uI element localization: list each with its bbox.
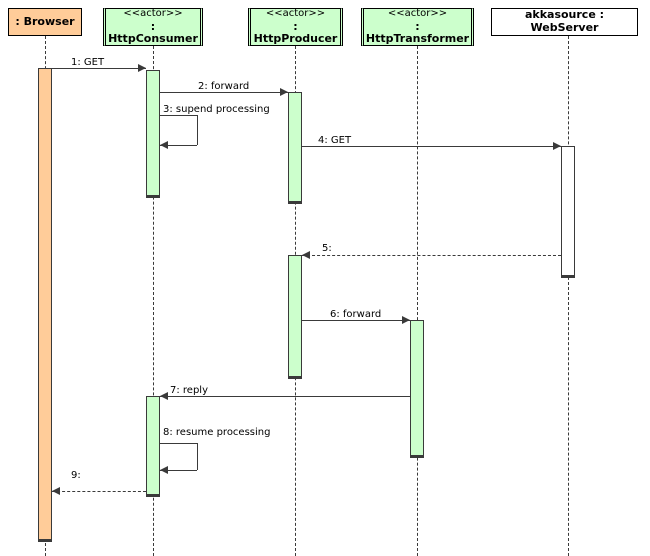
message-arrowhead-m7 <box>160 392 168 400</box>
message-label-m9: 9: <box>71 470 81 481</box>
participant-name: akkasource : WebServer <box>524 8 605 34</box>
activation-foot-browser <box>38 539 52 542</box>
message-line-m3 <box>160 115 197 116</box>
participant-stereotype: <<actor>> <box>265 8 326 20</box>
activation-bar-httpconsumer <box>146 70 160 197</box>
message-arrowhead-m6 <box>402 316 410 324</box>
lifeline-httptransformer <box>417 46 418 556</box>
participant-name: : HttpConsumer <box>108 19 198 46</box>
lifeline-httpconsumer <box>153 46 154 556</box>
message-label-m7: 7: reply <box>170 385 208 396</box>
participant-webserver[interactable]: akkasource : WebServer <box>491 8 638 36</box>
participant-stereotype: <<actor>> <box>387 8 448 20</box>
message-return-line-m8 <box>160 470 197 471</box>
activation-foot-webserver <box>561 275 575 278</box>
activation-bar-httpconsumer <box>146 396 160 496</box>
participant-httpconsumer[interactable]: <<actor>>: HttpConsumer <box>103 8 203 46</box>
message-arrowhead-m3 <box>160 141 168 149</box>
message-vline-m8 <box>197 443 198 470</box>
activation-foot-httpproducer <box>288 376 302 379</box>
message-arrowhead-m2 <box>280 88 288 96</box>
participant-httpproducer[interactable]: <<actor>>: HttpProducer <box>248 8 343 46</box>
message-arrowhead-m9 <box>52 487 60 495</box>
participant-httptransformer[interactable]: <<actor>>: HttpTransformer <box>361 8 474 46</box>
activation-foot-httpconsumer <box>146 494 160 497</box>
message-vline-m3 <box>197 115 198 145</box>
message-label-m1: 1: GET <box>71 57 105 68</box>
message-line-m5 <box>302 255 561 256</box>
lifeline-webserver <box>568 36 569 556</box>
message-line-m1 <box>52 68 146 69</box>
message-label-m3: 3: supend processing <box>163 104 270 115</box>
activation-foot-httpconsumer <box>146 195 160 198</box>
participant-name: : Browser <box>15 14 75 28</box>
activation-bar-httpproducer <box>288 92 302 203</box>
message-line-m6 <box>302 320 410 321</box>
message-line-m2 <box>160 92 288 93</box>
message-label-m8: 8: resume processing <box>163 427 271 438</box>
activation-bar-webserver <box>561 146 575 277</box>
message-line-m7 <box>160 396 410 397</box>
activation-bar-httpproducer <box>288 255 302 378</box>
message-arrowhead-m4 <box>553 142 561 150</box>
participant-name: : HttpProducer <box>253 19 338 46</box>
message-label-m2: 2: forward <box>198 81 250 92</box>
message-return-line-m3 <box>160 145 197 146</box>
participant-stereotype: <<actor>> <box>123 8 183 20</box>
activation-foot-httptransformer <box>410 455 424 458</box>
message-label-m4: 4: GET <box>318 135 352 146</box>
activation-bar-httptransformer <box>410 320 424 457</box>
message-line-m8 <box>160 443 197 444</box>
message-label-m6: 6: forward <box>330 309 382 320</box>
message-line-m4 <box>302 146 561 147</box>
activation-foot-httpproducer <box>288 201 302 204</box>
message-arrowhead-m5 <box>302 251 310 259</box>
message-label-m5: 5: <box>322 243 332 254</box>
participant-name: : HttpTransformer <box>365 19 470 46</box>
activation-bar-browser <box>38 68 52 541</box>
message-line-m9 <box>52 491 146 492</box>
message-arrowhead-m8 <box>160 466 168 474</box>
participant-browser[interactable]: : Browser <box>8 8 82 36</box>
message-arrowhead-m1 <box>138 64 146 72</box>
